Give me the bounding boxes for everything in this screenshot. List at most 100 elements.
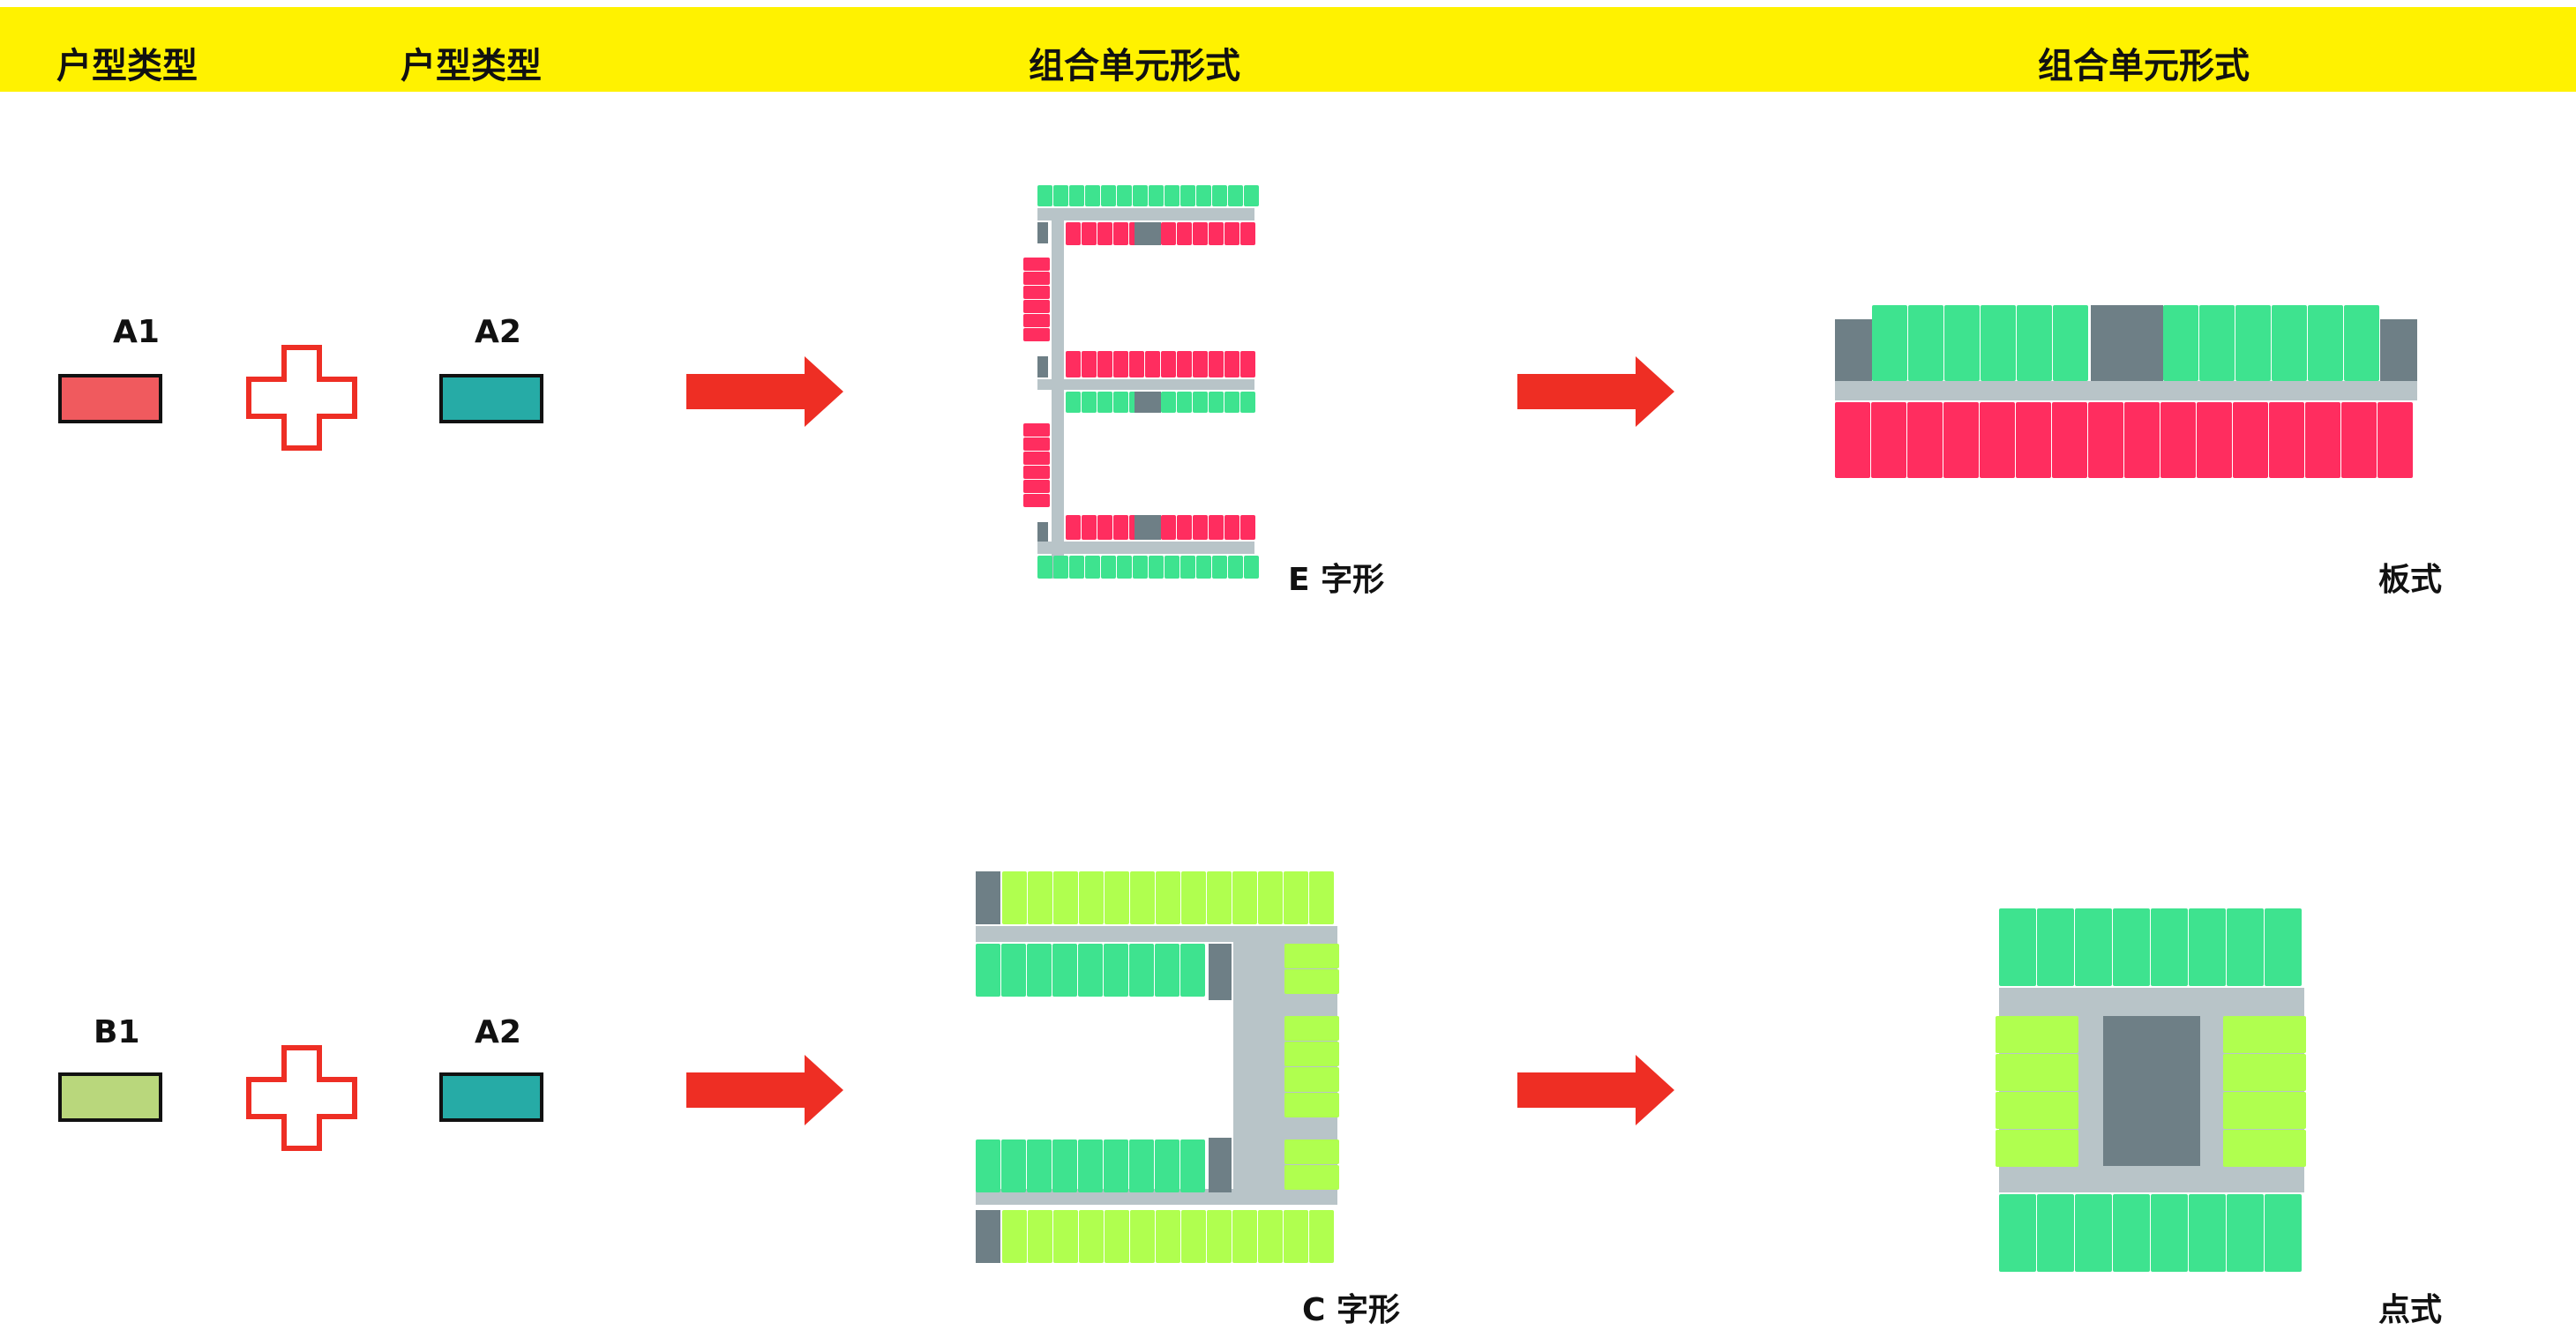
row1-unit-a-label: A1 — [113, 314, 160, 350]
unit-block — [1023, 480, 1050, 493]
unit-block — [1052, 1139, 1077, 1192]
unit-block — [2227, 1194, 2264, 1272]
e-shape-plan — [1023, 185, 1259, 579]
unit-block — [1212, 185, 1227, 206]
unit-block — [1981, 305, 2016, 381]
unit-block — [2037, 908, 2074, 986]
unit-block — [2113, 908, 2150, 986]
unit-block — [1284, 1042, 1339, 1066]
unit-block — [1309, 871, 1334, 924]
core-block — [1037, 222, 1048, 243]
unit-block — [2223, 1130, 2306, 1167]
unit-block — [1164, 185, 1179, 206]
unit-block — [1101, 185, 1116, 206]
unit-block — [1066, 351, 1081, 377]
unit-block — [1193, 222, 1208, 245]
plus-icon — [246, 345, 357, 451]
unit-block — [2308, 305, 2343, 381]
unit-block — [2272, 305, 2307, 381]
unit-block — [2197, 402, 2232, 478]
unit-block — [1149, 556, 1164, 579]
row1-unit-b-swatch — [439, 374, 543, 423]
unit-block — [2227, 908, 2264, 986]
header-combo-form-1: 组合单元形式 — [1029, 46, 1240, 86]
unit-block — [976, 1139, 1000, 1192]
unit-block — [1052, 944, 1077, 997]
unit-block — [1023, 258, 1050, 271]
unit-block — [1258, 1210, 1283, 1263]
unit-block — [1996, 1092, 2078, 1129]
unit-block — [1207, 1210, 1232, 1263]
c-shape-plan — [976, 871, 1339, 1263]
unit-block — [1105, 871, 1129, 924]
unit-block — [1082, 222, 1097, 245]
row2-unit-a-label: B1 — [94, 1014, 140, 1050]
unit-block — [1180, 556, 1195, 579]
unit-block — [1023, 494, 1050, 507]
unit-block — [1240, 515, 1255, 540]
unit-block — [1258, 871, 1283, 924]
unit-block — [2344, 305, 2379, 381]
unit-block — [1053, 1210, 1078, 1263]
unit-block — [1129, 1139, 1154, 1192]
unit-block — [1023, 328, 1050, 341]
unit-block — [1023, 423, 1050, 437]
unit-block — [2378, 402, 2413, 478]
unit-block — [1113, 222, 1128, 245]
unit-block — [2052, 402, 2087, 478]
unit-block — [1180, 1139, 1205, 1192]
row1-unit-b-label: A2 — [475, 314, 521, 350]
unit-block — [1053, 185, 1068, 206]
core-block — [1037, 356, 1048, 377]
unit-block — [2163, 305, 2198, 381]
unit-block — [1104, 1139, 1128, 1192]
unit-block — [1023, 437, 1050, 451]
unit-block — [1228, 556, 1243, 579]
unit-block — [1085, 556, 1100, 579]
unit-block — [2265, 908, 2302, 986]
unit-block — [1177, 515, 1192, 540]
unit-block — [1001, 1139, 1026, 1192]
unit-block — [1155, 1139, 1179, 1192]
unit-block — [1023, 452, 1050, 465]
unit-block — [1002, 1210, 1027, 1263]
unit-block — [2223, 1016, 2306, 1053]
unit-block — [2305, 402, 2340, 478]
unit-block — [1082, 515, 1097, 540]
unit-block — [1224, 222, 1239, 245]
unit-block — [2235, 305, 2271, 381]
unit-block — [1835, 402, 1870, 478]
unit-block — [1232, 871, 1257, 924]
unit-block — [1177, 222, 1192, 245]
unit-block — [1002, 871, 1027, 924]
unit-block — [2341, 402, 2377, 478]
unit-block — [2037, 1194, 2074, 1272]
unit-block — [1207, 871, 1232, 924]
unit-block — [2223, 1054, 2306, 1091]
unit-block — [1996, 1016, 2078, 1053]
unit-block — [1177, 351, 1192, 377]
plus-icon — [246, 1045, 357, 1151]
unit-block — [2189, 1194, 2226, 1272]
unit-block — [1133, 556, 1148, 579]
unit-block — [1871, 402, 1906, 478]
unit-block — [2053, 305, 2088, 381]
unit-block — [1284, 1067, 1339, 1092]
unit-block — [1130, 871, 1155, 924]
arrow-right-icon — [686, 1055, 843, 1125]
unit-block — [1113, 351, 1128, 377]
unit-block — [1209, 351, 1224, 377]
unit-block — [1196, 556, 1211, 579]
unit-block — [1999, 1194, 2036, 1272]
unit-block — [1027, 944, 1052, 997]
unit-block — [1023, 466, 1050, 479]
unit-block — [1082, 392, 1097, 413]
unit-block — [1193, 392, 1208, 413]
unit-block — [1156, 871, 1180, 924]
unit-block — [2151, 908, 2188, 986]
unit-block — [1129, 351, 1144, 377]
header-unit-type-2: 户型类型 — [401, 46, 542, 86]
core-block — [1134, 392, 1161, 413]
unit-block — [1181, 871, 1206, 924]
